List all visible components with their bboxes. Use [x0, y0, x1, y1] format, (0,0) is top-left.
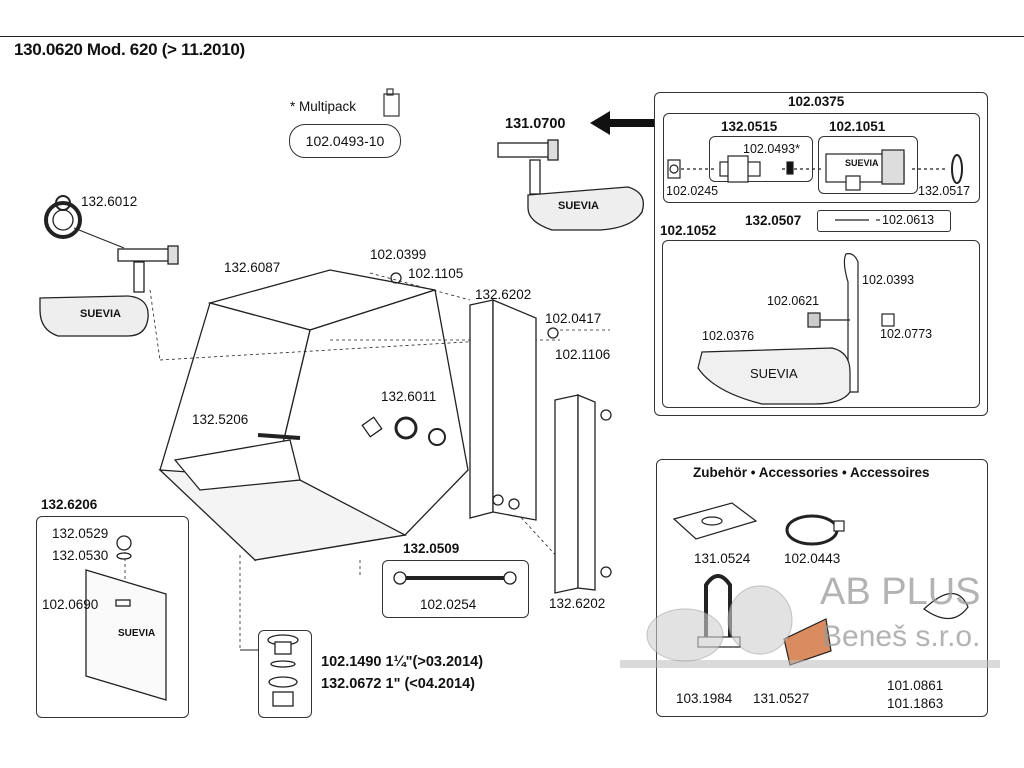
box-132-6206 — [36, 516, 189, 718]
watermark-line1: AB PLUS — [820, 571, 981, 613]
label-102-0621: 102.0621 — [767, 294, 820, 308]
header-rule — [0, 36, 1024, 37]
label-132-0672: 132.0672 1" (<04.2014) — [321, 676, 476, 692]
box-102-1052 — [662, 240, 980, 408]
page-title: 130.0620 Mod. 620 (> 11.2010) — [14, 40, 245, 59]
label-132-6206: 132.6206 — [41, 497, 98, 512]
label-102-0417: 102.0417 — [545, 311, 602, 326]
valve-131-0700-icon — [497, 139, 645, 231]
box-outlet-fitting — [258, 630, 312, 718]
multipack-part: 102.0493-10 — [289, 124, 401, 158]
lid-brand: SUEVIA — [118, 628, 156, 639]
label-102-0773: 102.0773 — [880, 327, 933, 341]
label-102-0254: 102.0254 — [420, 597, 477, 612]
valve-left-icon — [39, 245, 179, 337]
label-101-1863: 101.1863 — [887, 696, 944, 711]
label-132-0517: 132.0517 — [918, 184, 971, 198]
label-102-0393: 102.0393 — [862, 273, 915, 287]
box-132-0515 — [709, 136, 813, 182]
label-101-0861: 101.0861 — [887, 678, 944, 693]
label-132-0515: 132.0515 — [721, 119, 778, 134]
label-132-6087: 132.6087 — [224, 260, 281, 275]
box-102-0613 — [817, 210, 951, 232]
label-102-0613: 102.0613 — [882, 213, 935, 227]
box-132-0509 — [382, 560, 529, 618]
label-102-0376: 102.0376 — [702, 329, 755, 343]
box-102-1051 — [818, 136, 918, 194]
label-132-5206: 132.5206 — [192, 412, 249, 427]
float-brand-left: SUEVIA — [80, 308, 121, 320]
label-102-1105: 102.1105 — [408, 266, 464, 281]
panel-accessories — [656, 459, 988, 717]
panel-drawing: SUEVIA SUEVIA — [667, 149, 963, 405]
label-103-1984: 103.1984 — [676, 691, 733, 706]
label-132-6012: 132.6012 — [81, 194, 138, 209]
pointer-arrow-icon — [590, 111, 654, 135]
label-132-0509: 132.0509 — [403, 541, 460, 556]
float-brand-top: SUEVIA — [558, 200, 599, 212]
label-132-0507: 132.0507 — [745, 213, 802, 228]
bracket-132-6202-upper — [469, 299, 537, 521]
label-102-0690: 102.0690 — [42, 597, 99, 612]
label-102-0399: 102.0399 — [370, 247, 427, 262]
panel-102-0375-title: 102.0375 — [788, 94, 845, 109]
multipack-label: * Multipack — [290, 99, 357, 114]
label-131-0527: 131.0527 — [753, 691, 810, 706]
label-102-0493: 102.0493* — [743, 142, 801, 156]
label-102-1052: 102.1052 — [660, 223, 717, 238]
label-102-1106: 102.1106 — [555, 347, 611, 362]
label-132-6011: 132.6011 — [381, 389, 437, 404]
multipack-icon — [383, 88, 400, 117]
bracket-132-6202-lower — [554, 394, 612, 594]
label-131-0524: 131.0524 — [694, 551, 751, 566]
label-132-0530: 132.0530 — [52, 548, 109, 563]
float-brand-right: SUEVIA — [750, 366, 798, 381]
ref-131-0700: 131.0700 — [505, 116, 566, 132]
valve-brand: SUEVIA — [845, 158, 879, 168]
trough-frame — [158, 269, 469, 562]
label-132-6202-b: 132.6202 — [549, 596, 606, 611]
label-102-1051: 102.1051 — [829, 119, 886, 134]
label-102-1490: 102.1490 1¼"(>03.2014) — [321, 654, 484, 670]
label-102-0245: 102.0245 — [666, 184, 719, 198]
label-132-6202-a: 132.6202 — [475, 287, 532, 302]
ring-seal-icon — [44, 201, 82, 239]
panel-102-0375 — [654, 92, 988, 416]
watermark-logo: AB PLUS Beneš s.r.o. — [620, 571, 1000, 668]
watermark-line2: Beneš s.r.o. — [822, 620, 980, 653]
accessories-title: Zubehör • Accessories • Accessoires — [693, 465, 930, 480]
label-132-0529: 132.0529 — [52, 526, 109, 541]
label-102-0443: 102.0443 — [784, 551, 841, 566]
panel-valve-assembly — [663, 113, 980, 203]
